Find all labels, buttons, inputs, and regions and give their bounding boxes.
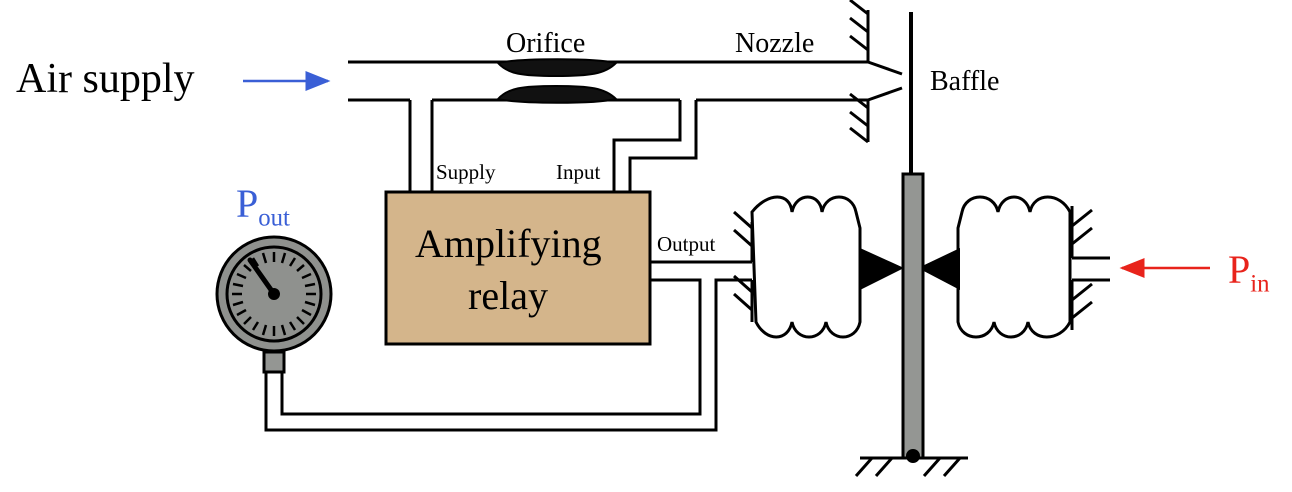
gauge-hub	[268, 288, 280, 300]
relay-label-line1: Amplifying	[415, 221, 602, 266]
force-bar-pivot	[906, 449, 920, 463]
left-bellows-wall	[733, 210, 754, 322]
ground-hatching	[854, 456, 968, 477]
force-bar	[901, 172, 925, 460]
right-bellows-wall	[1070, 206, 1110, 330]
p-in-main: P	[1228, 247, 1251, 292]
output-label: Output	[657, 232, 716, 256]
p-in-label: Pin	[1228, 250, 1270, 297]
supply-label: Supply	[436, 160, 496, 184]
p-out-main: P	[236, 181, 259, 226]
p-out-label: Pout	[236, 184, 290, 231]
amplifying-relay-box	[384, 190, 652, 346]
relay-pipes	[408, 100, 698, 192]
p-in-subscript: in	[1250, 270, 1270, 298]
p-out-subscript: out	[258, 204, 290, 232]
nozzle-wall	[849, 0, 870, 144]
supply-tube	[348, 60, 903, 102]
right-bellows	[956, 195, 1072, 339]
left-coupling-triangle	[860, 248, 904, 290]
right-coupling-triangle	[918, 248, 960, 290]
orifice-restriction	[496, 58, 618, 104]
input-label: Input	[556, 160, 601, 184]
gauge-stem	[262, 350, 286, 374]
baffle-label: Baffle	[930, 66, 1000, 97]
gauge-needle	[247, 257, 277, 297]
orifice-label: Orifice	[506, 28, 586, 59]
gauge-ticks	[232, 252, 316, 336]
nozzle-label: Nozzle	[735, 28, 815, 59]
air-supply-label: Air supply	[16, 56, 195, 102]
relay-label-line2: relay	[468, 273, 548, 318]
left-bellows	[750, 195, 862, 339]
pressure-gauge	[215, 235, 333, 374]
output-tube	[264, 260, 752, 432]
